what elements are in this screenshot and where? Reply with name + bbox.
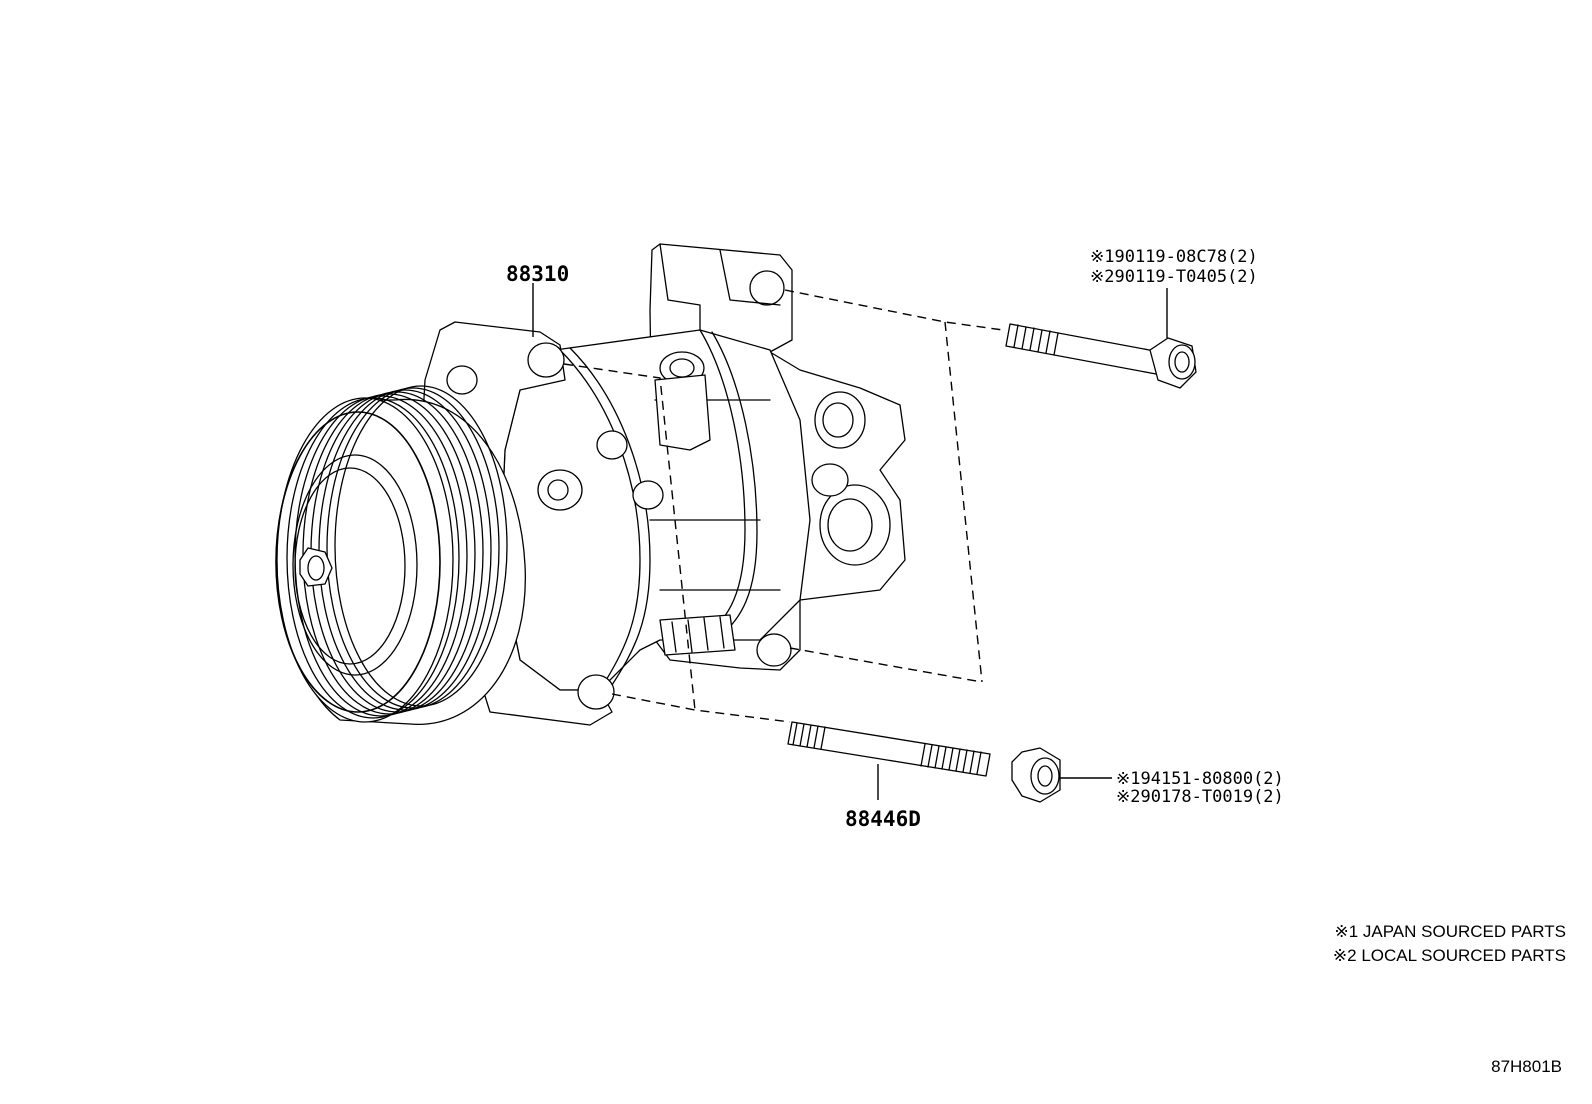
stud-bolt-illustration xyxy=(787,721,991,777)
assembly-lines xyxy=(563,289,1004,723)
note-local-sourced: ※2 LOCAL SOURCED PARTS xyxy=(1333,946,1566,965)
label-compressor: 88310 xyxy=(506,262,569,286)
label-bolt-part-2: ※290119-T0405(2) xyxy=(1090,267,1258,287)
note-japan-sourced: ※1 JAPAN SOURCED PARTS xyxy=(1334,922,1566,941)
pulley-illustration xyxy=(275,385,526,725)
bolt-illustration xyxy=(1005,323,1197,389)
nut-illustration xyxy=(1011,747,1061,803)
label-bolt-part-1: ※190119-08C78(2) xyxy=(1090,247,1258,267)
label-nut-part-2: ※290178-T0019(2) xyxy=(1116,787,1284,807)
label-nut-part-1: ※194151-80800(2) xyxy=(1116,769,1284,789)
illustration-code: 87H801B xyxy=(1491,1057,1562,1076)
label-stud-bolt: 88446D xyxy=(845,807,921,831)
